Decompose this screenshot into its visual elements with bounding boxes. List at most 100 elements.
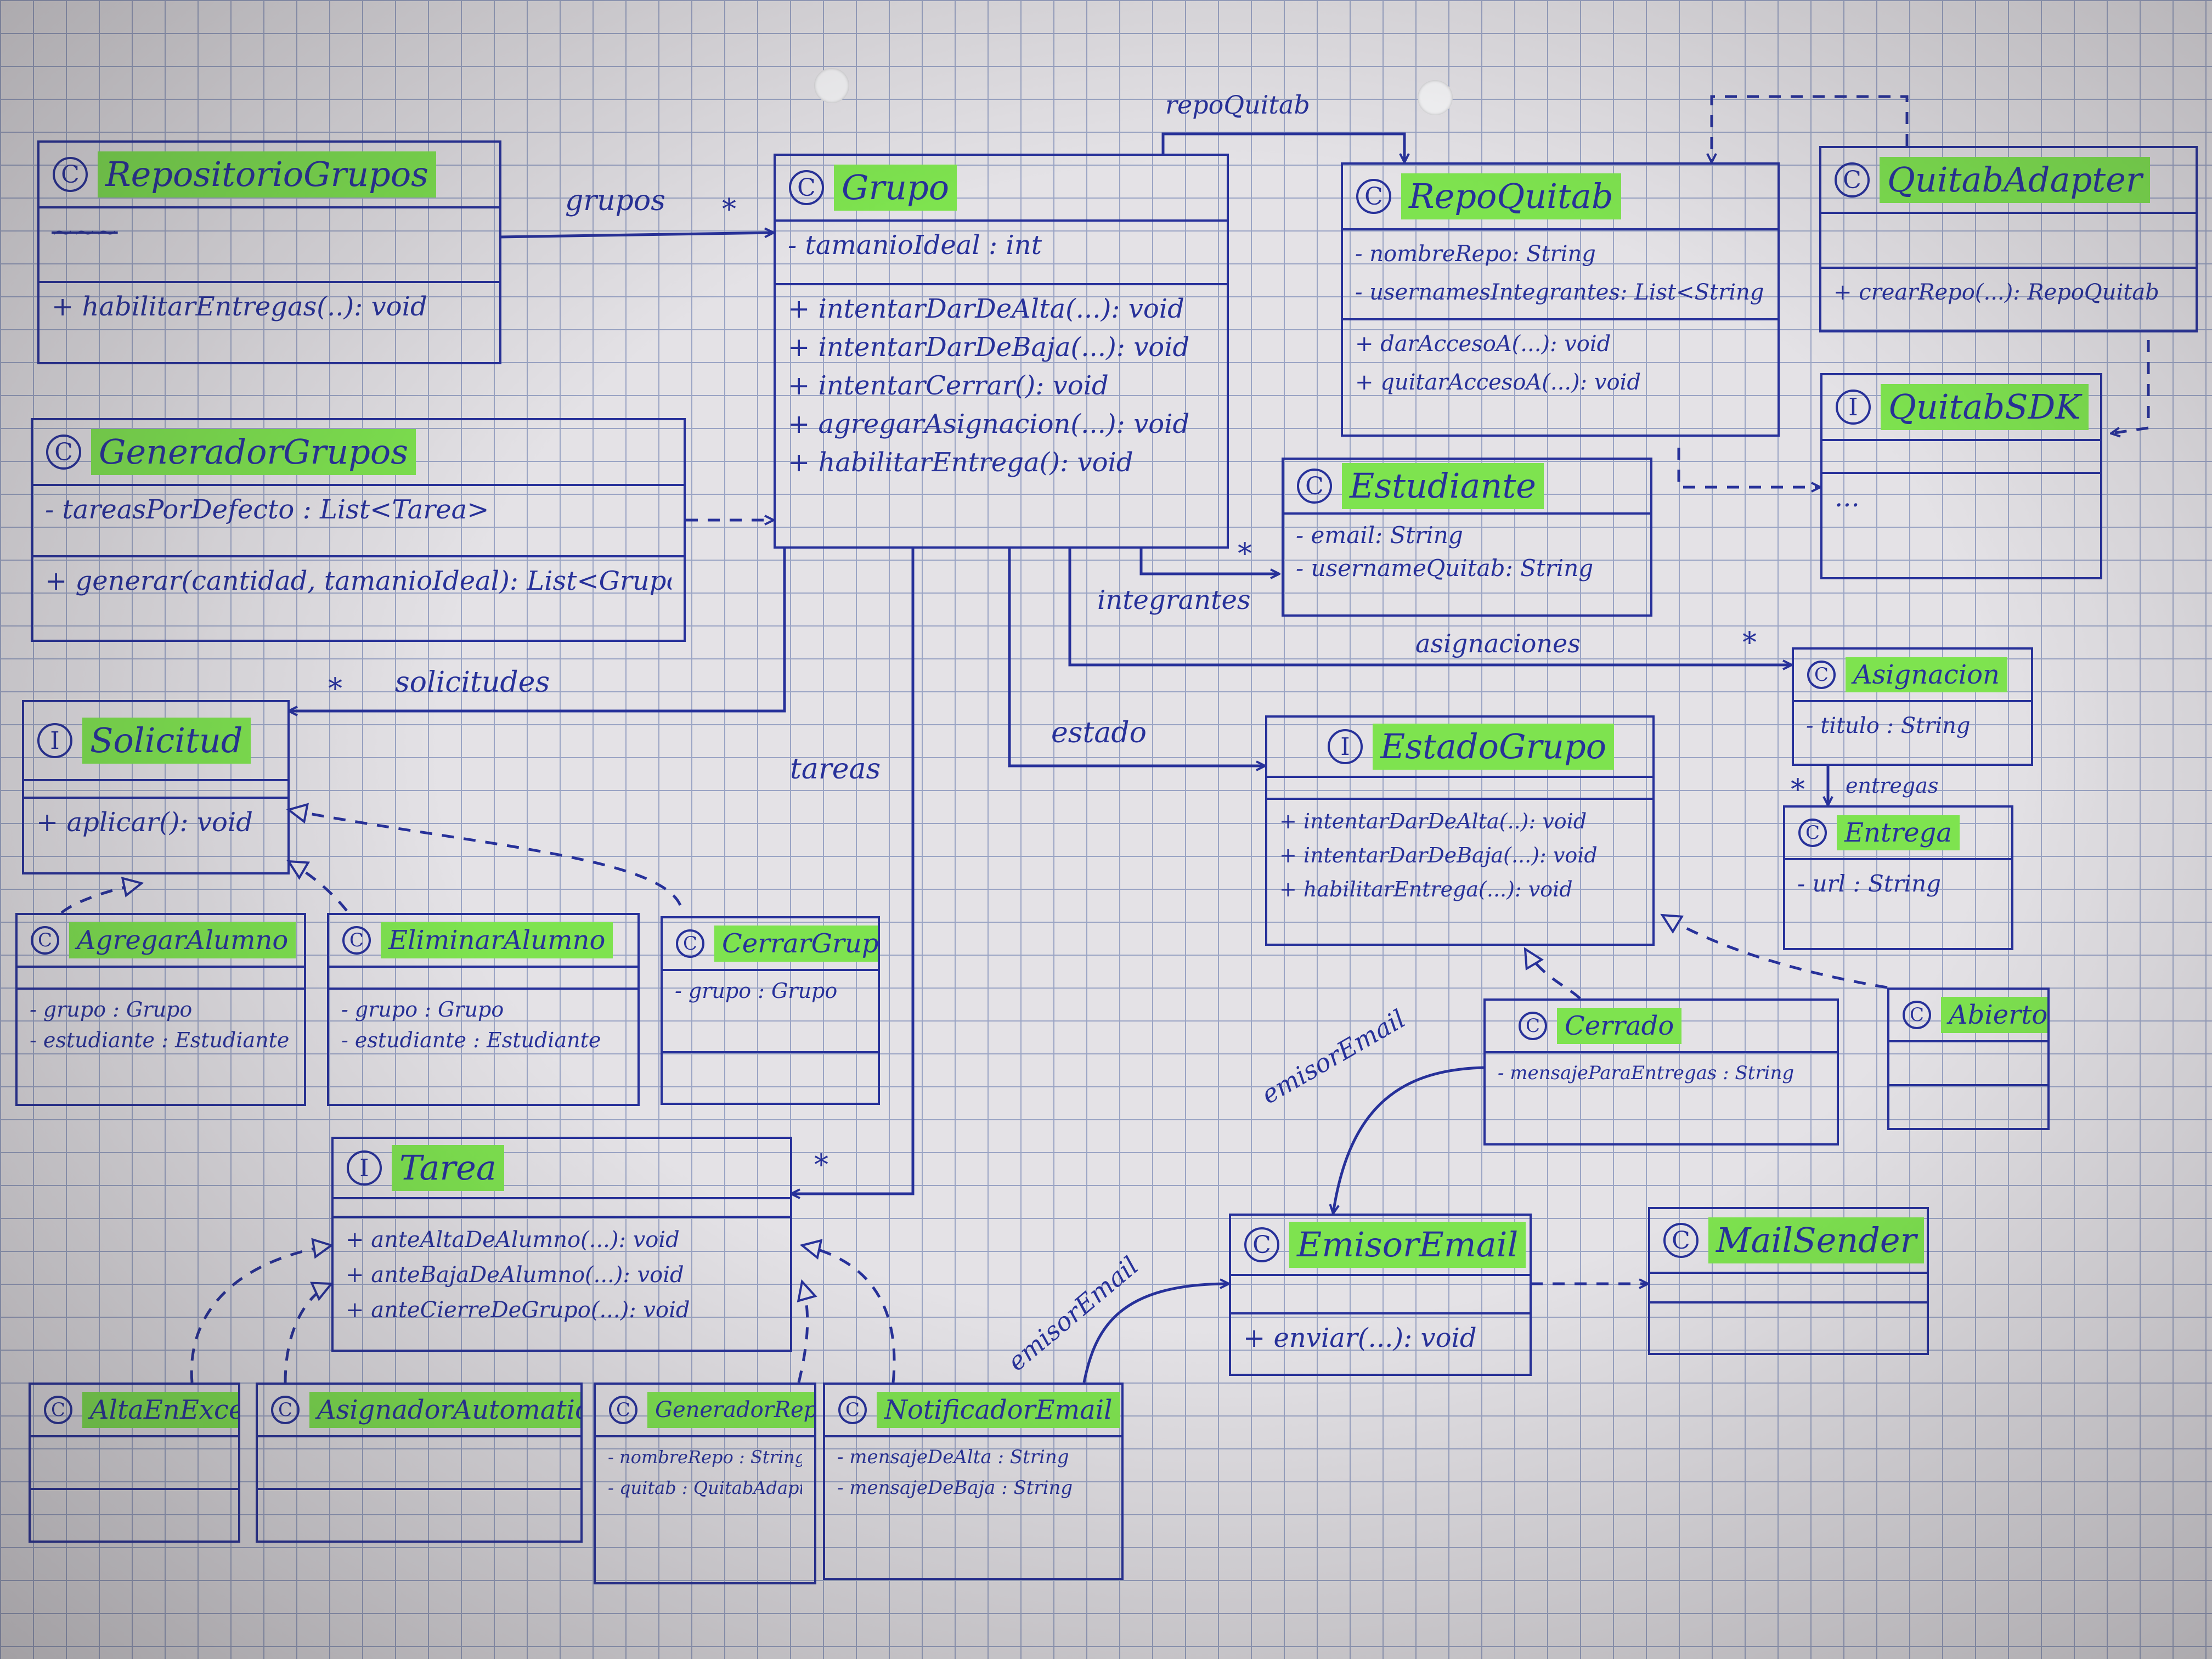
attribute: - tamanioIdeal : int (788, 230, 1042, 261)
assoc-solicitudes (289, 546, 786, 711)
label-entregas: entregas (1846, 774, 1939, 798)
attribute: - usernameQuitab: String (1296, 555, 1594, 582)
method: + intentarDarDeBaja(...): void (1279, 843, 1598, 867)
class-badge: C (838, 1396, 867, 1424)
interface-solicitud: I Solicitud + aplicar(): void (22, 700, 290, 874)
class-badge: C (1244, 1227, 1279, 1262)
attribute: - estudiante : Estudiante (30, 1028, 290, 1052)
class-badge: C (676, 929, 704, 958)
method: + intentarCerrar(): void (788, 370, 1109, 401)
class-badge: C (1519, 1012, 1547, 1040)
interface-tarea: I Tarea + anteAltaDeAlumno(...): void + a… (331, 1137, 792, 1352)
attribute: - mensajeParaEntregas : String (1498, 1062, 1795, 1084)
class-name: QuitabAdapter (1880, 157, 2150, 203)
realize-alta-excel (190, 1245, 331, 1383)
class-name: MailSender (1708, 1217, 1925, 1263)
class-badge: C (789, 170, 824, 205)
assoc-asignaciones (1068, 546, 1792, 665)
class-name: QuitabSDK (1881, 384, 2089, 430)
assoc-tareas (791, 546, 915, 1194)
class-name: Estudiante (1342, 463, 1544, 509)
method: + habilitarEntrega(...): void (1279, 877, 1573, 901)
dep-repo-sdk (1677, 448, 1820, 487)
label-tareas: tareas (790, 753, 881, 786)
method: + anteAltaDeAlumno(...): void (346, 1227, 680, 1252)
class-badge: C (53, 157, 88, 192)
attribute: - titulo : String (1806, 713, 1971, 738)
class-name: Solicitud (82, 718, 251, 764)
realize-eliminar (289, 861, 348, 912)
class-repositorio-grupos: C RepositorioGrupos ~~~ + habilitarEntreg… (37, 140, 501, 364)
class-name: GeneradorGrupos (91, 429, 416, 475)
punch-hole (1418, 80, 1453, 115)
method: + darAccesoA(...): void (1355, 331, 1611, 357)
realize-agregar (60, 883, 142, 914)
class-badge: C (46, 435, 81, 470)
class-badge: C (609, 1396, 637, 1424)
attribute: - quitab : QuitabAdapter (608, 1477, 802, 1498)
dep-adapter-sdk (2111, 340, 2150, 433)
interface-badge: I (37, 723, 72, 758)
label-solicitudes: solicitudes (395, 666, 550, 699)
class-name: Entrega (1837, 815, 1960, 850)
class-name: EmisorEmail (1289, 1222, 1526, 1268)
class-badge: C (1663, 1223, 1699, 1258)
label-integrantes: integrantes (1097, 585, 1251, 616)
class-badge: C (1835, 162, 1870, 198)
attribute: - grupo : Grupo (675, 979, 838, 1003)
method: + intentarDarDeAlta(...): void (788, 294, 1184, 324)
class-emisor-email: C EmisorEmail + enviar(...): void (1229, 1214, 1532, 1376)
method: + enviar(...): void (1243, 1323, 1477, 1353)
attribute: - nombreRepo: String (1355, 241, 1596, 267)
class-name: GeneradorRepo (647, 1392, 814, 1428)
label-grupos: grupos (565, 184, 665, 217)
mult-tareas: * (814, 1149, 828, 1182)
method: + anteCierreDeGrupo(...): void (346, 1297, 690, 1323)
realize-notificador (802, 1245, 896, 1383)
method: + habilitarEntrega(): void (788, 447, 1133, 478)
assoc-integrantes (1139, 546, 1279, 574)
method: + intentarDarDeAlta(..): void (1279, 809, 1587, 833)
assoc-grupos (499, 233, 774, 239)
class-badge: C (342, 926, 371, 955)
class-badge: C (1807, 661, 1836, 689)
class-name: NotificadorEmail (877, 1392, 1120, 1428)
class-badge: C (1356, 179, 1391, 214)
class-name: RepoQuitab (1401, 173, 1621, 219)
class-badge: C (1297, 469, 1332, 504)
attribute: - url : String (1797, 870, 1942, 897)
assoc-notificador-emisor (1082, 1284, 1229, 1383)
dep-adapter-repo (1712, 95, 1909, 162)
crossed-out-attribute: ~~~ (52, 217, 118, 247)
class-name: Tarea (392, 1145, 504, 1191)
class-badge: C (1903, 1001, 1931, 1029)
mult-grupos: * (722, 193, 736, 226)
realize-abierto (1662, 915, 1888, 989)
class-mail-sender: C MailSender (1648, 1207, 1929, 1355)
label-estado: estado (1051, 716, 1147, 749)
method: + intentarDarDeBaja(...): void (788, 332, 1190, 363)
method: + habilitarEntregas(..): void (52, 291, 427, 322)
realize-asignador (284, 1284, 331, 1383)
class-name: AltaEnExcel (82, 1392, 238, 1428)
assoc-repo-quitab (1161, 132, 1404, 162)
interface-badge: I (347, 1150, 382, 1186)
class-name: AsignadorAutomatico (309, 1392, 580, 1428)
method: + aplicar(): void (36, 807, 253, 838)
attribute: - grupo : Grupo (30, 997, 193, 1022)
punch-hole (814, 68, 849, 103)
mult-solicitudes: * (328, 673, 342, 706)
class-name: RepositorioGrupos (98, 151, 436, 198)
class-badge: C (31, 926, 59, 955)
